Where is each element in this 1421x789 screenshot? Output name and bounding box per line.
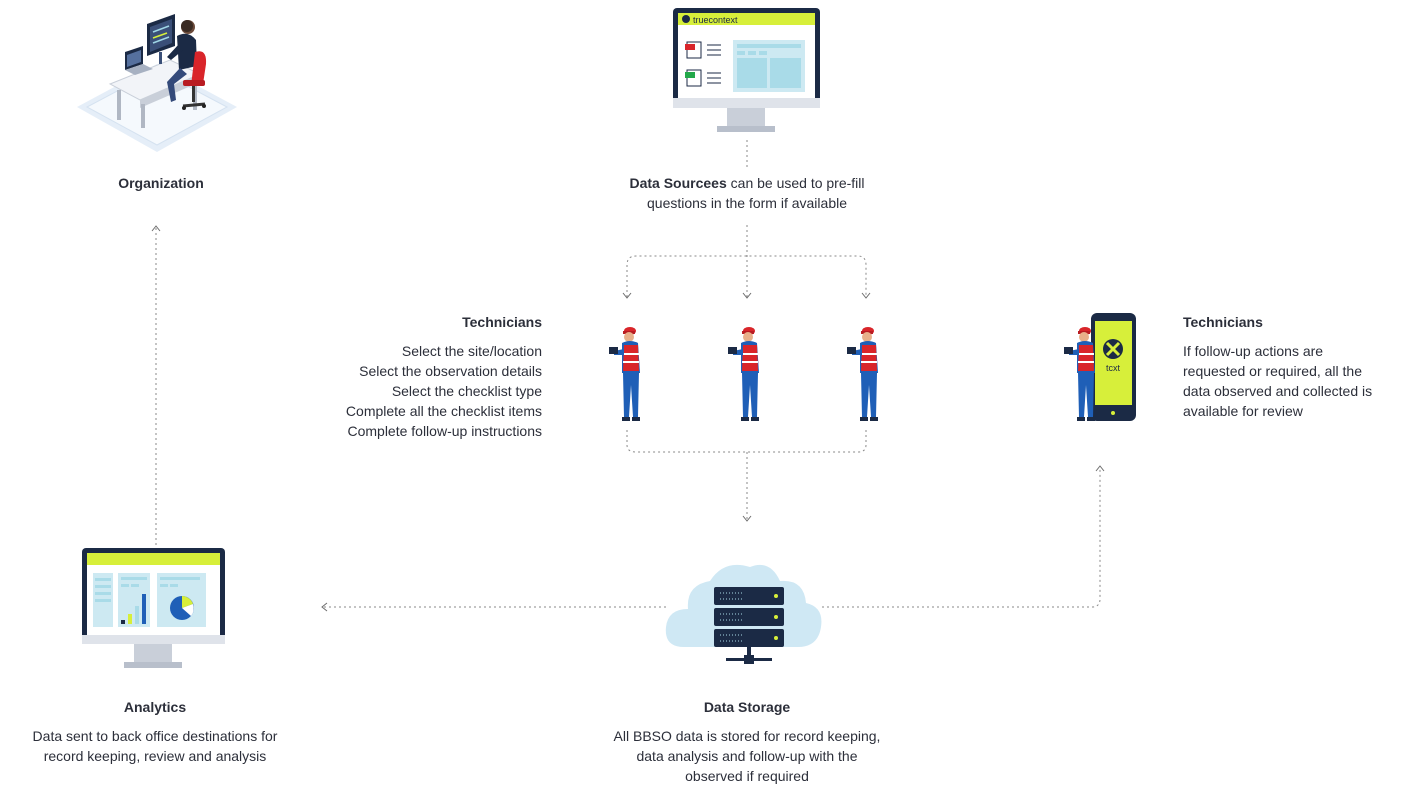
data-storage-line: data analysis and follow-up with the bbox=[636, 748, 858, 764]
step-item: Select the checklist type bbox=[391, 383, 542, 399]
technician-with-phone: tcxt bbox=[1064, 313, 1136, 421]
data-sources-monitor: truecontext bbox=[673, 8, 820, 132]
review-line: requested or required, all the bbox=[1183, 363, 1362, 379]
organization-title: Organization bbox=[118, 175, 204, 191]
data-sources-title: Data Sourcees bbox=[629, 175, 727, 191]
data-sources-text-2: questions in the form if available bbox=[647, 195, 847, 211]
step-item: Complete all the checklist items bbox=[345, 403, 542, 419]
analytics-line: record keeping, review and analysis bbox=[43, 748, 267, 764]
step-item: Select the site/location bbox=[401, 343, 542, 359]
data-storage-line: All BBSO data is stored for record keepi… bbox=[613, 728, 881, 744]
data-storage-block: Data Storage All BBSO data is stored for… bbox=[560, 697, 934, 786]
technicians-review-block: Technicians If follow-up actions are req… bbox=[1183, 312, 1418, 421]
review-line: data observed and collected is bbox=[1183, 383, 1373, 399]
analytics-title: Analytics bbox=[123, 699, 187, 715]
step-item: Select the observation details bbox=[359, 363, 542, 379]
step-item: Complete follow-up instructions bbox=[347, 423, 542, 439]
phone-label: tcxt bbox=[1106, 363, 1121, 373]
analytics-block: Analytics Data sent to back office desti… bbox=[0, 697, 310, 766]
review-line: If follow-up actions are bbox=[1183, 343, 1324, 359]
technician-figure bbox=[609, 327, 640, 421]
review-line: available for review bbox=[1183, 403, 1303, 419]
technicians-steps-block: Technicians Select the site/location Sel… bbox=[250, 312, 542, 441]
analytics-line: Data sent to back office destinations fo… bbox=[32, 728, 278, 744]
technician-figure bbox=[728, 327, 759, 421]
technicians-title: Technicians bbox=[462, 314, 542, 330]
data-storage-line: observed if required bbox=[685, 768, 809, 784]
technicians-review-title: Technicians bbox=[1183, 314, 1263, 330]
data-storage-title: Data Storage bbox=[703, 699, 791, 715]
organization-illustration bbox=[77, 14, 237, 152]
data-sources-text: can be used to pre-fill bbox=[726, 175, 865, 191]
analytics-monitor bbox=[82, 548, 225, 668]
monitor-brand-label: truecontext bbox=[693, 15, 738, 25]
data-sources-caption: Data Sourcees can be used to pre-fill qu… bbox=[560, 173, 934, 213]
technician-figure bbox=[847, 327, 878, 421]
data-storage-cloud bbox=[665, 564, 822, 664]
